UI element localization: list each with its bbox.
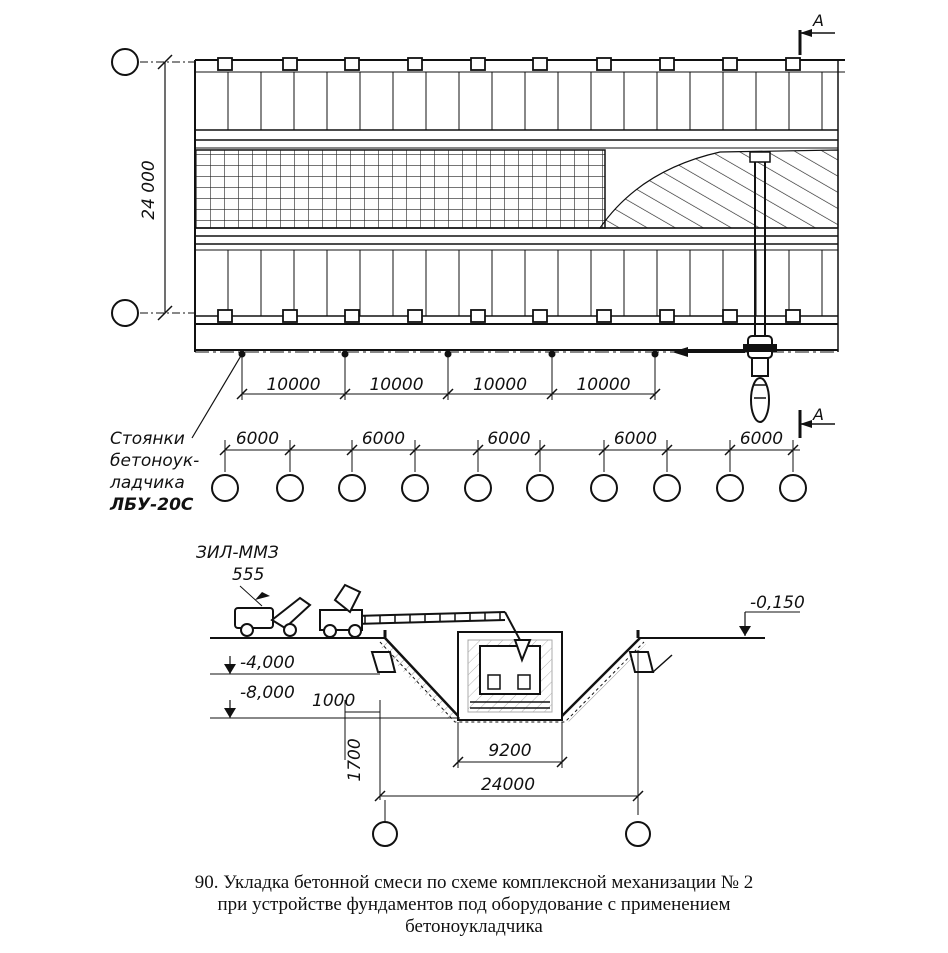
truck-label-line-1: ЗИЛ-ММЗ [196, 543, 279, 563]
column-socket-bottom [532, 309, 548, 323]
column-socket-bottom [470, 309, 486, 323]
dimension-6000-label: 6000 [487, 429, 530, 449]
parking-label-line-2: бетоноук- [110, 451, 199, 471]
column-socket-top [722, 57, 738, 71]
plan-slab-joints [227, 72, 823, 316]
dim-1700: 1700 [345, 738, 365, 781]
caption-line-3: бетоноукладчика [405, 916, 543, 937]
column-socket-top [596, 57, 612, 71]
column-axis-circle [211, 474, 239, 502]
level-minus-4: -4,000 [240, 653, 295, 673]
plan-column-sockets [217, 57, 801, 323]
dim-1000: 1000 [312, 691, 355, 711]
column-axis-circle [590, 474, 618, 502]
dimension-10000-label: 10000 [473, 375, 527, 395]
section-view: -0,150 -4,000 -8,000 1000 1700 9200 2400… [196, 543, 805, 847]
dimension-10000-label: 10000 [576, 375, 630, 395]
plan-view [194, 59, 845, 352]
column-axis-circle [276, 474, 304, 502]
section-letter-bottom: A [812, 405, 824, 424]
column-socket-bottom [407, 309, 423, 323]
parking-label-line-1: Стоянки [110, 429, 185, 449]
section-marker-top: A [798, 11, 835, 55]
truck-label-line-2: 555 [232, 565, 264, 585]
column-socket-top [217, 57, 233, 71]
section-axis-left [372, 821, 398, 847]
dimension-6000-label: 6000 [362, 429, 405, 449]
caption-line-1: 90. Укладка бетонной смеси по схеме комп… [194, 872, 754, 893]
axis-marker-bottom [111, 299, 139, 327]
section-axis-right [625, 821, 651, 847]
column-axis-circle [653, 474, 681, 502]
dimension-10000-label: 10000 [369, 375, 423, 395]
dimension-6000-label: 6000 [236, 429, 279, 449]
dimension-6000-label: 6000 [740, 429, 783, 449]
column-socket-bottom [217, 309, 233, 323]
column-socket-top [785, 57, 801, 71]
section-placer-machine [319, 583, 363, 638]
column-axis-circle [526, 474, 554, 502]
parking-stop-dot [548, 350, 556, 358]
parking-stop-dot [444, 350, 452, 358]
column-socket-bottom [722, 309, 738, 323]
parking-label-line-4: ЛБУ-20С [109, 495, 194, 515]
section-marker-bottom: A [798, 405, 835, 438]
parking-stop-dot [651, 350, 659, 358]
dimension-10000-label: 10000 [266, 375, 320, 395]
section-letter-top: A [812, 11, 824, 30]
column-socket-top [659, 57, 675, 71]
column-axis-circle [716, 474, 744, 502]
dump-truck [234, 592, 312, 637]
column-socket-top [407, 57, 423, 71]
column-socket-bottom [785, 309, 801, 323]
column-axis-circle [779, 474, 807, 502]
level-minus-8: -8,000 [240, 683, 295, 703]
dim-24000: 24000 [481, 775, 535, 795]
concrete-placer-machine [743, 335, 777, 423]
column-socket-top [470, 57, 486, 71]
column-axis-circle [401, 474, 429, 502]
column-socket-bottom [344, 309, 360, 323]
plan-height-dimension: 24 000 [139, 160, 159, 219]
column-socket-bottom [659, 309, 675, 323]
parking-stop-dot [341, 350, 349, 358]
column-socket-bottom [596, 309, 612, 323]
dimension-6000-label: 6000 [614, 429, 657, 449]
column-axis-markers [211, 474, 807, 502]
dimension-chain-6000: 6000 6000 6000 6000 6000 [219, 429, 800, 472]
dimension-chain-10000: 10000 10000 10000 10000 [236, 375, 661, 400]
column-socket-top [532, 57, 548, 71]
column-socket-top [344, 57, 360, 71]
dim-9200: 9200 [488, 741, 531, 761]
level-top: -0,150 [750, 593, 805, 613]
column-socket-bottom [282, 309, 298, 323]
column-axis-circle [338, 474, 366, 502]
axis-marker-top [111, 48, 139, 76]
column-axis-circle [464, 474, 492, 502]
parking-label-line-3: ладчика [109, 473, 185, 493]
column-socket-top [282, 57, 298, 71]
caption-line-2: при устройстве фундаментов под оборудова… [217, 894, 731, 915]
